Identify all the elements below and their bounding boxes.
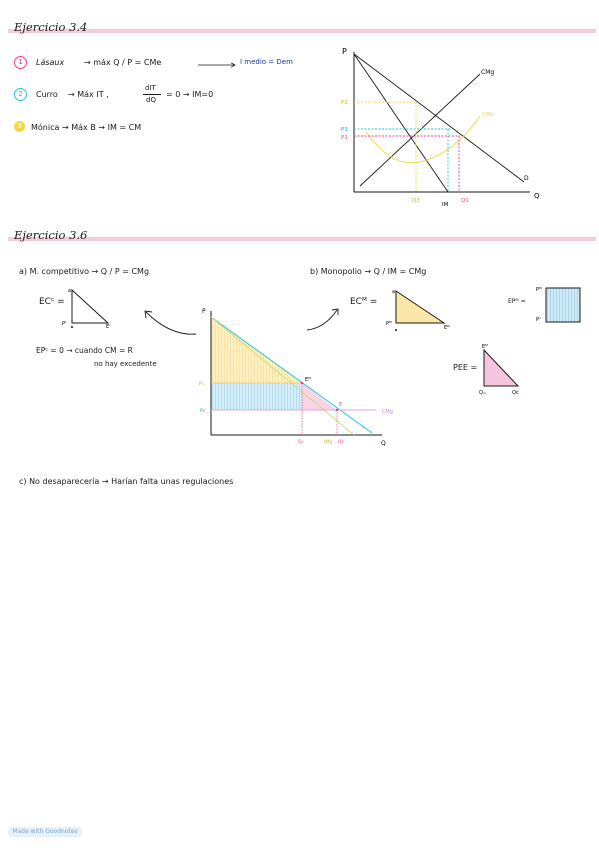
ec-pc-label: Pᶜ <box>62 321 67 327</box>
ecm-pm-label: Pᴹ <box>386 321 392 327</box>
marginal-cost-line <box>359 73 481 187</box>
ec-monopoly-label: ECᴹ = <box>350 297 378 307</box>
exercise-title-3-4: Ejercicio 3.4 <box>14 20 88 34</box>
item-3-lead: Mónica <box>31 123 60 132</box>
demand-label: D <box>524 175 529 182</box>
ec-competitive-label: ECᶜ = <box>39 297 65 307</box>
market-comparison-graph: P Q CMg Eᴹ E Pₘ Pc Qₘ IMg Qc <box>199 308 393 447</box>
item-1-text: → máx Q / P = CMe <box>84 58 162 67</box>
demand-line <box>353 53 525 183</box>
marginal-revenue-line <box>353 53 449 193</box>
arrow-right-icon <box>198 62 236 68</box>
cmg-label: CMg <box>382 409 393 415</box>
item-2-text: → Máx IT , <box>68 90 109 99</box>
part-a-text: a) M. competitivo → Q / P = CMg <box>19 267 150 276</box>
curved-arrow-left-icon <box>144 310 197 335</box>
item-number-2: 2 <box>14 88 27 101</box>
pc-axis-label: Pc <box>200 408 206 414</box>
ec-monopoly-triangle: a Pᴹ Eᴹ <box>386 289 450 331</box>
ep-note-2: no hay excedente <box>94 360 157 368</box>
graph-p-label: P <box>202 308 206 315</box>
ecm-a-label: a <box>392 289 395 295</box>
cost-demand-graph: P Q D CMg CMe P2 P3 P1 Q3 IM Q1 <box>341 47 540 208</box>
qm-axis-label: Qₘ <box>298 439 305 445</box>
ec-ec-label: Eᶜ <box>106 324 111 330</box>
p3-label: P3 <box>341 127 348 133</box>
exercise-title-3-6: Ejercicio 3.6 <box>14 228 88 242</box>
epm-pc-label: Pᶜ <box>536 317 541 323</box>
im-label: IM <box>442 202 449 208</box>
point-em <box>300 381 304 385</box>
item-1-result: I medio = Dem <box>240 58 293 66</box>
ec-a-label: a <box>68 288 71 294</box>
cme-label: CMe <box>482 112 495 118</box>
goodnotes-footer-badge: Made with Goodnotes <box>8 827 82 837</box>
point-ec <box>335 408 339 412</box>
average-cost-curve <box>365 115 481 164</box>
ec-competitive-triangle: a Pᶜ Eᶜ <box>62 288 111 330</box>
q-axis-label: Q <box>534 192 540 200</box>
em-point-label: Eᴹ <box>305 377 311 383</box>
p2-label: P2 <box>341 100 348 106</box>
producer-surplus-area <box>211 383 302 410</box>
part-c-text: c) No desaparecería → Harían falta unas … <box>19 477 234 486</box>
pee-qc-label: Qc <box>512 390 519 396</box>
ep-monopoly-rectangle: Pᴹ Pᶜ <box>536 287 581 323</box>
section-band-3-6 <box>8 237 596 241</box>
item-3-text: → Máx B → IM = CM <box>62 123 142 132</box>
ecm-em-label: Eᴹ <box>444 325 450 331</box>
pm-axis-label: Pₘ <box>199 381 205 387</box>
ep-monopoly-label: EPᴹ = <box>508 298 526 305</box>
q3-label: Q3 <box>412 198 420 204</box>
ep-note-1: EPᶜ = 0 → cuando CM = R <box>36 346 133 355</box>
q1-label: Q1 <box>461 198 469 204</box>
img-axis-label: IMg <box>324 439 332 445</box>
item-2-tail: = 0 → IM=0 <box>166 90 214 99</box>
qc-axis-label: Qc <box>338 439 345 445</box>
epm-pm-label: Pᴹ <box>536 287 542 293</box>
fraction-bar <box>143 94 161 95</box>
pee-triangle: Eᴹ Qₘ Qc <box>479 344 520 396</box>
cmg-label: CMg <box>481 69 494 76</box>
demand-line <box>210 316 373 434</box>
p-axis-label: P <box>342 47 347 56</box>
ec-point-label: E <box>339 402 342 408</box>
item-2-fraction-top: dIT <box>145 84 156 92</box>
deadweight-loss-area <box>302 383 337 410</box>
pee-em-label: Eᴹ <box>482 344 488 350</box>
section-band-3-4 <box>8 29 596 33</box>
curved-arrow-right-icon <box>306 308 339 331</box>
pee-qm-label: Qₘ <box>479 390 486 396</box>
item-number-3: 3 <box>14 121 25 132</box>
marginal-revenue-line <box>210 316 355 436</box>
p1-label: P1 <box>341 135 348 141</box>
item-number-1: 1 <box>14 56 27 69</box>
pee-label: PEE = <box>453 363 478 372</box>
graph-q-label: Q <box>381 440 386 447</box>
item-2-lead: Curro <box>36 90 58 99</box>
item-1-lead: Lásaux <box>36 58 65 67</box>
part-b-text: b) Monopolio → Q / IM = CMg <box>310 267 427 276</box>
item-2-fraction-bottom: dQ <box>146 96 156 104</box>
